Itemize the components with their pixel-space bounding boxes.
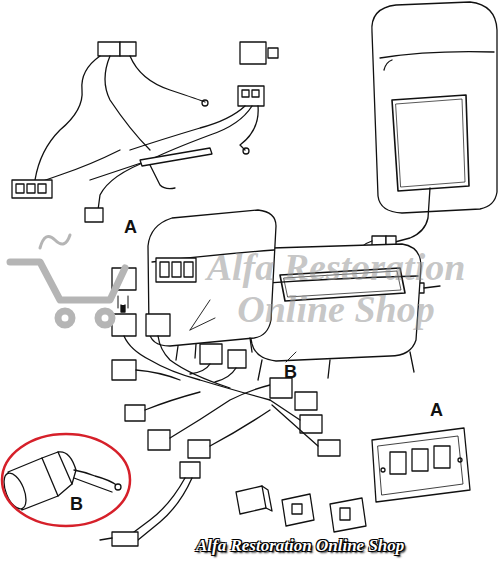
watermark-caption: Alfa Restoration Online Shop — [196, 536, 404, 556]
watermark: Alfa Restoration Online Shop — [176, 246, 496, 330]
callout-ring — [2, 434, 130, 526]
switch-panel — [372, 428, 470, 502]
callout-letter: B — [70, 494, 83, 515]
part-label: A — [430, 400, 443, 421]
seat-motor — [0, 452, 121, 512]
switch — [236, 486, 366, 532]
callout-circle: B — [0, 432, 132, 528]
wiring-harness — [12, 42, 278, 222]
watermark-logo — [10, 235, 125, 325]
part-label: B — [284, 362, 297, 383]
part-label: A — [124, 217, 137, 238]
connector-lead — [100, 462, 200, 546]
callout-ring — [0, 432, 132, 528]
